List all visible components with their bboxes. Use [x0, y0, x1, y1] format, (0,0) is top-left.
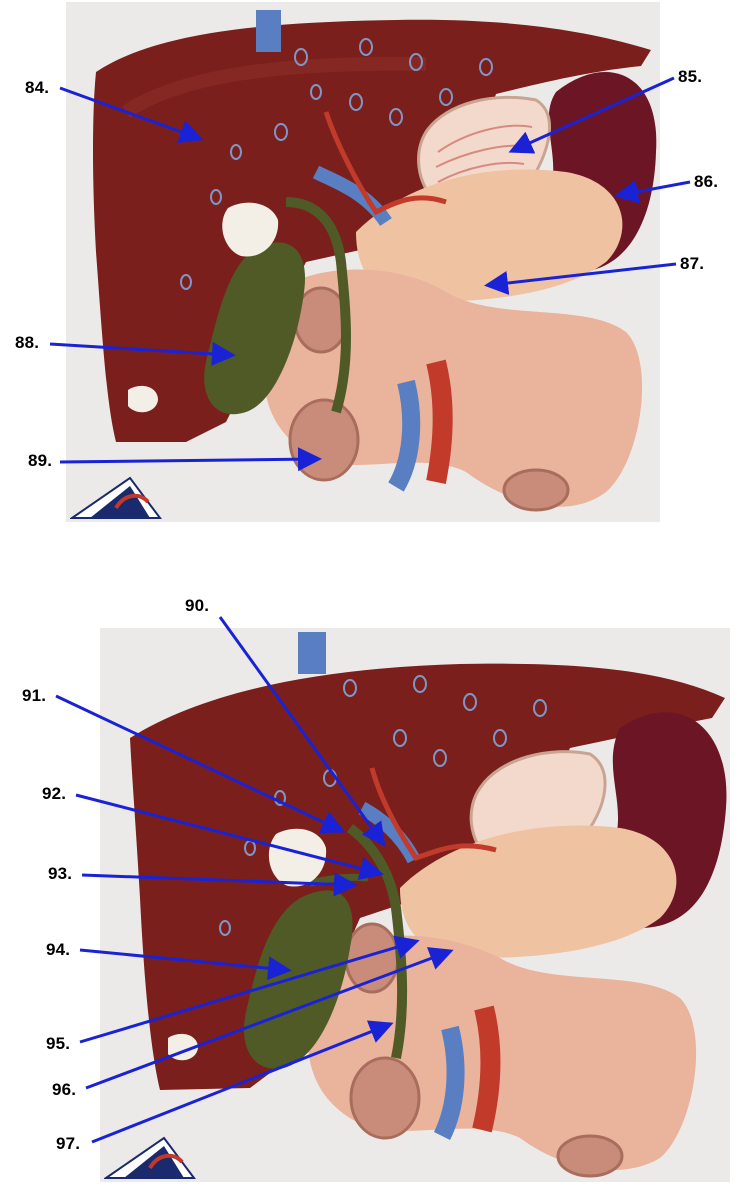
vena-cava	[388, 379, 421, 492]
liver-resection-patch-2	[128, 385, 158, 413]
label-93: 93.	[48, 864, 73, 883]
duodenum-lumen	[344, 922, 400, 994]
pancreas-shape	[400, 825, 677, 958]
hepatic-artery	[323, 111, 447, 216]
duodenum-lumen-2	[349, 1056, 421, 1140]
gallbladder-shape	[204, 242, 306, 415]
label-89: 89.	[28, 451, 53, 470]
label-88: 88.	[15, 333, 40, 352]
ivc-stub	[256, 10, 281, 52]
label-92: 92.	[42, 784, 67, 803]
liver-resection-patch	[222, 202, 279, 257]
jejunum-end	[502, 468, 570, 512]
liver-vessel-dots	[180, 38, 493, 290]
bottom-model-photo	[100, 628, 730, 1182]
label-97: 97.	[56, 1134, 81, 1153]
label-90: 90.	[185, 596, 210, 615]
bile-duct	[285, 197, 351, 414]
label-94: 94.	[46, 940, 71, 959]
top-model-photo	[66, 2, 660, 522]
portal-vein	[312, 165, 392, 227]
3b-logo-bottom	[104, 1136, 196, 1179]
label-84: 84.	[25, 78, 50, 97]
label-86: 86.	[694, 172, 719, 191]
aorta	[426, 359, 453, 484]
3b-logo-top	[70, 476, 162, 519]
label-87: 87.	[680, 254, 705, 273]
label-95: 95.	[46, 1034, 71, 1053]
label-85: 85.	[678, 67, 703, 86]
label-96: 96.	[52, 1080, 77, 1099]
top-anatomy-illustration	[66, 2, 660, 522]
bottom-anatomy-illustration	[100, 628, 730, 1182]
aorta	[472, 1005, 501, 1133]
jejunum-end	[556, 1134, 624, 1178]
label-91: 91.	[22, 686, 47, 705]
ivc-stub	[298, 632, 326, 674]
vena-cava	[433, 1025, 465, 1141]
duodenum-lumen	[288, 398, 360, 482]
